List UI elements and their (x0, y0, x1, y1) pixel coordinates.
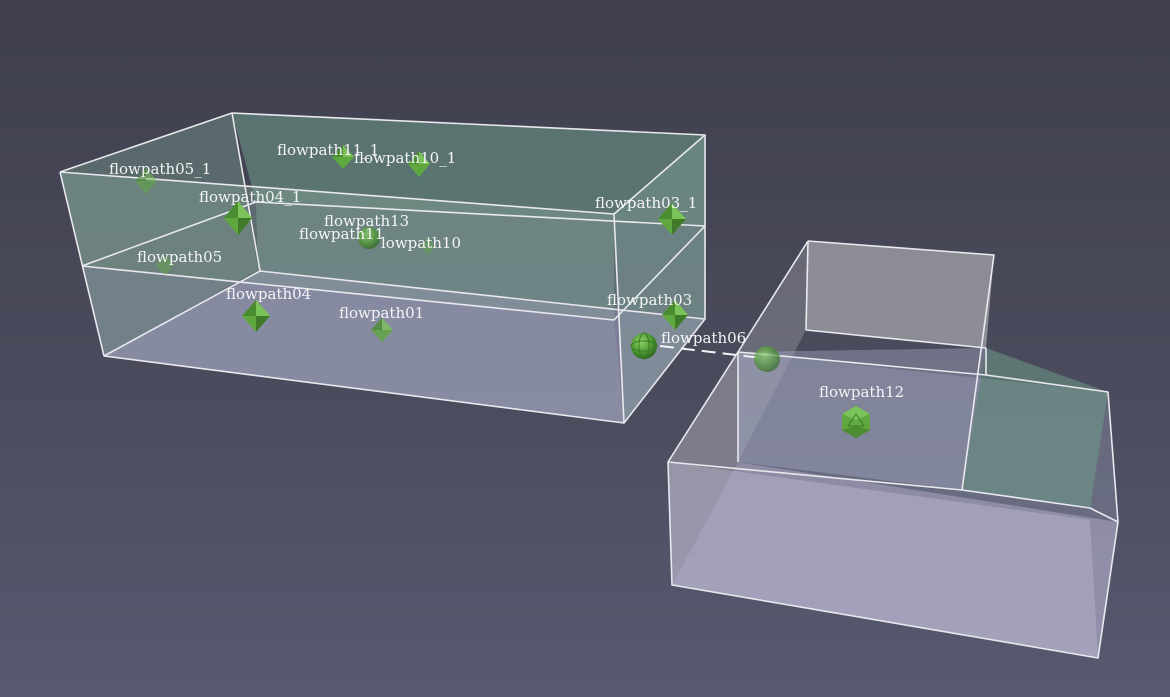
flowpath-labels: flowpath05_1 flowpath11_1 flowpath10_1 f… (109, 141, 904, 401)
octahedron-icon[interactable] (662, 300, 688, 330)
label-flowpath10_1: flowpath10_1 (354, 149, 456, 167)
octahedron-icon[interactable] (408, 151, 430, 177)
label-flowpath04_1: flowpath04_1 (199, 188, 301, 206)
label-flowpath05_1: flowpath05_1 (109, 160, 211, 178)
left-room-box[interactable] (59, 112, 706, 424)
octahedron-icon[interactable] (420, 237, 436, 255)
label-flowpath10: lowpath10 (381, 234, 461, 252)
sphere-icon[interactable] (358, 227, 380, 249)
octahedron-icon[interactable] (156, 255, 174, 275)
label-flowpath11_1: flowpath11_1 (277, 141, 379, 159)
octahedron-icon[interactable] (332, 145, 354, 169)
label-flowpath05: flowpath05 (137, 248, 222, 266)
right-room-box[interactable] (667, 240, 1119, 659)
label-flowpath-partial: flowpath11 (299, 225, 384, 243)
markers[interactable] (135, 145, 870, 438)
octahedron-icon[interactable] (658, 203, 686, 235)
label-flowpath03_1: flowpath03_1 (595, 194, 697, 212)
label-flowpath13: flowpath13 (324, 212, 409, 230)
label-flowpath12: flowpath12 (819, 383, 904, 401)
flowpath06-connector (659, 345, 763, 359)
icosahedron-icon[interactable] (842, 406, 870, 438)
label-flowpath06: flowpath06 (661, 329, 746, 347)
octahedron-icon[interactable] (242, 300, 270, 332)
label-flowpath03: flowpath03 (607, 291, 692, 309)
octahedron-icon[interactable] (135, 168, 157, 194)
label-flowpath01: flowpath01 (339, 304, 424, 322)
sphere-icon[interactable] (630, 332, 658, 360)
octahedron-icon[interactable] (371, 318, 393, 342)
sphere-icon[interactable] (754, 346, 780, 372)
octahedron-icon[interactable] (224, 201, 252, 235)
label-flowpath04: flowpath04 (226, 285, 311, 303)
